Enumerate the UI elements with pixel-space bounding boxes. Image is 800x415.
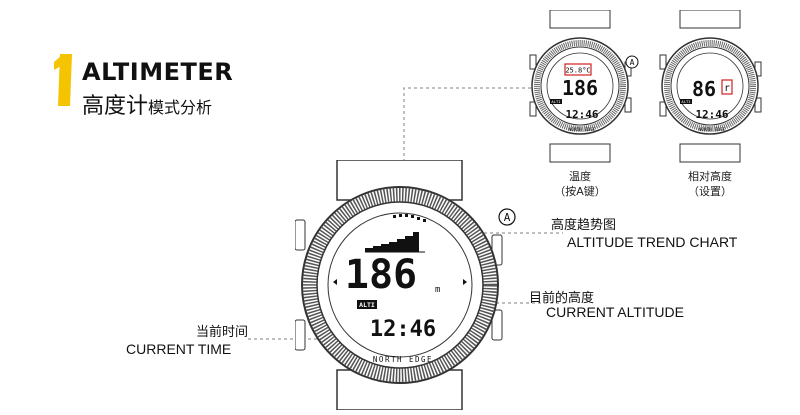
caption-relative: 相对高度	[688, 170, 732, 183]
temperature-value: 25.8°C	[565, 67, 590, 75]
title-number	[54, 54, 72, 106]
svg-text:NORTH EDGE: NORTH EDGE	[698, 127, 725, 133]
page-title-cn: 高度计模式分析	[82, 88, 212, 120]
small-button-a-marker: A	[625, 55, 639, 69]
main-watch: 186 m ALTI 12:46 NORTH EDGE	[295, 160, 503, 410]
time-label-cn: 当前时间	[196, 325, 249, 340]
relative-altitude-value: 86	[692, 77, 716, 101]
altitude-label-en: CURRENT ALTITUDE	[546, 304, 684, 320]
svg-text:A: A	[630, 58, 635, 67]
main-altitude-value: 186	[345, 252, 417, 298]
trend-label-cn: 高度趋势图	[551, 218, 617, 233]
altitude-label-cn: 目前的高度	[529, 291, 595, 306]
title-cn-sub: 模式分析	[148, 98, 213, 117]
svg-text:ALTI: ALTI	[551, 99, 560, 104]
main-brand: NORTH EDGE	[373, 355, 433, 364]
title-cn-main: 高度计	[82, 94, 149, 119]
svg-text:A: A	[504, 211, 511, 224]
caption-temperature: 温度	[569, 170, 591, 183]
trend-label-en: ALTITUDE TREND CHART	[567, 234, 738, 250]
relative-badge: r	[724, 83, 730, 94]
main-mode-badge: ALTI	[359, 301, 375, 309]
svg-text:NORTH EDGE: NORTH EDGE	[568, 127, 595, 133]
left-time: 12:46	[565, 108, 598, 121]
main-time: 12:46	[370, 317, 436, 342]
right-time: 12:46	[695, 108, 728, 121]
small-watch-relative: 86 r ALTI 12:46 NORTH EDGE	[659, 10, 762, 163]
button-a-marker: A	[498, 208, 516, 226]
left-altitude-value: 186	[562, 76, 598, 100]
page-title-en: ALTIMETER	[82, 58, 234, 86]
time-label-en: CURRENT TIME	[126, 341, 232, 357]
caption-relative-sub: （设置）	[688, 185, 732, 198]
main-altitude-unit: m	[435, 285, 440, 295]
caption-temperature-sub: （按A键）	[554, 185, 606, 198]
small-watch-temperature: 25.8°C 186 ALTI 12:46 NORTH EDGE	[529, 10, 632, 163]
svg-text:ALTI: ALTI	[681, 99, 690, 104]
